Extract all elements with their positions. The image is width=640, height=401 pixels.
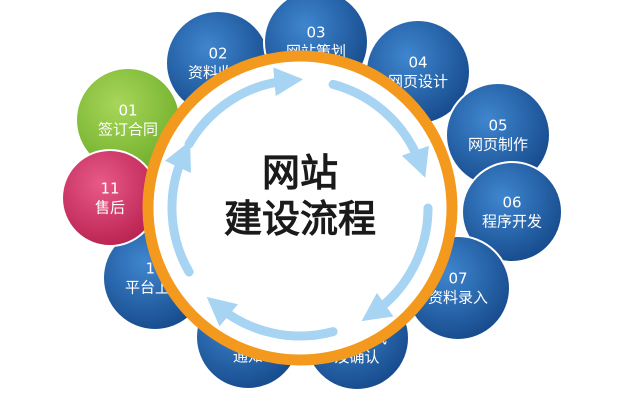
- cycle-arrow-5: [164, 140, 194, 277]
- step-label: 资料录入: [428, 289, 488, 307]
- center-orange-ring: [142, 50, 458, 366]
- step-number: 07: [448, 270, 467, 288]
- center-title-line1: 网站: [262, 151, 338, 195]
- step-number: 05: [488, 117, 507, 135]
- step-label: 签订合同: [98, 121, 158, 139]
- step-number: 06: [502, 194, 521, 212]
- step-number: 01: [118, 102, 137, 120]
- step-label: 网页设计: [388, 73, 448, 91]
- cycle-arrows: [164, 67, 433, 341]
- step-label: 程序开发: [482, 213, 542, 231]
- cycle-arrow-4: [206, 296, 338, 341]
- step-number: 03: [306, 24, 325, 42]
- cycle-arrow-1: [184, 67, 304, 149]
- step-circle: [461, 161, 563, 263]
- step-label: 网页制作: [468, 136, 528, 154]
- cycle-arrow-2: [328, 79, 429, 178]
- step-number: 11: [100, 180, 119, 198]
- step-number: 02: [208, 45, 227, 63]
- cycle-arrow-3: [361, 203, 433, 322]
- center-title-line2: 建设流程: [224, 197, 376, 241]
- step-number: 04: [408, 54, 427, 72]
- step-label: 售后: [95, 199, 125, 217]
